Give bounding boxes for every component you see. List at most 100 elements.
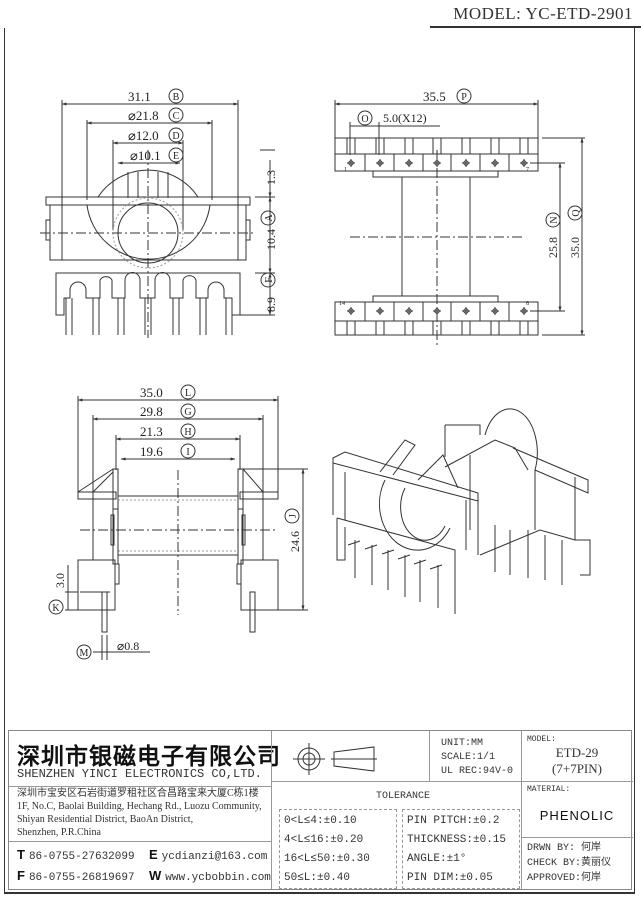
company-name-en: SHENZHEN YINCI ELECTRONICS CO,LTD. (17, 767, 262, 781)
dim-N-label: N (549, 216, 560, 223)
email-label: E (149, 847, 158, 862)
title-rule (430, 26, 641, 28)
divider (9, 841, 271, 842)
pin-number-8: 8 (526, 301, 529, 307)
fax-value: 86-0755-26819697 (28, 872, 135, 884)
pin-crosshair (376, 307, 384, 315)
pin-crosshair (491, 307, 499, 315)
scale-text: SCALE:1/1 (441, 752, 496, 763)
pin-crosshair (491, 159, 499, 167)
company-name-cn: 深圳市银磁电子有限公司 (17, 743, 281, 770)
isometric-view (332, 408, 591, 614)
fax-label: F (17, 868, 25, 883)
dim-D-label: D (172, 131, 179, 142)
dim-B-label: B (173, 92, 180, 103)
ul-rec-text: UL REC:94V-0 (441, 766, 514, 777)
dim-E-value: ⌀10.1 (130, 148, 161, 163)
dim-I-value: 19.6 (140, 444, 163, 459)
material-label: MATERIAL: (527, 785, 571, 794)
pin-slot (346, 138, 356, 154)
title-block-frame (4, 727, 635, 894)
model-value: ETD-29 (555, 745, 599, 760)
pin-slot (432, 138, 442, 154)
tel-label: T (17, 847, 25, 862)
dim-L-value: 35.0 (140, 385, 163, 400)
pin-slot (490, 138, 500, 154)
model-label: MODEL: (527, 735, 556, 744)
dim-K-label: K (52, 603, 60, 614)
pin-slot (461, 138, 471, 154)
dim-O-value: 5.0(X12) (383, 111, 427, 125)
pin-crosshair (462, 307, 470, 315)
model-title: MODEL: YC-ETD-2901 (453, 4, 633, 23)
web-value: www.ycbobbin.com (165, 872, 271, 884)
dim-P-value: 35.5 (423, 89, 446, 104)
dim-D-value: ⌀12.0 (128, 128, 159, 143)
dim-N-value: 25.8 (546, 237, 560, 258)
check-by: CHECK BY:黄丽仪 (527, 858, 612, 869)
pin-slot (404, 138, 414, 154)
approval-info: DRWN BY: 何岸 CHECK BY:黄丽仪 APPROVED:何岸 (527, 841, 611, 886)
pin-crosshair (405, 307, 413, 315)
dim-B-value: 31.1 (128, 89, 151, 104)
dim-J-value: 24.6 (288, 531, 302, 552)
projection-symbol-icon (293, 743, 377, 775)
dim-F-label: F (264, 277, 275, 283)
dim-P-label: P (461, 92, 467, 103)
pin-slot (404, 321, 414, 335)
tolerance-row: 0<L≤4:±0.10 (284, 815, 357, 827)
pin-crosshair (462, 159, 470, 167)
dim-C-label: C (173, 111, 180, 122)
tolerance-other-box: PIN PITCH:±0.2 THICKNESS:±0.15 ANGLE:±1°… (402, 809, 520, 889)
dim-F-value: 8.9 (264, 297, 278, 312)
email-value: ycdianzi@163.com (161, 851, 268, 863)
pin-crosshair (347, 159, 355, 167)
drawn-by: DRWN BY: 何岸 (527, 843, 602, 854)
tolerance-row: PIN PITCH:±0.2 (407, 815, 500, 827)
tolerance-title: TOLERANCE (375, 791, 430, 802)
model-info: ETD-29 (7+7PIN) (521, 745, 633, 777)
pin-crosshair (376, 159, 384, 167)
top-view (334, 100, 585, 345)
approved-by: APPROVED:何岸 (527, 873, 602, 884)
dim-H-label: H (184, 427, 191, 438)
pin-slot (519, 321, 529, 335)
dim-H-value: 21.3 (140, 424, 163, 439)
pin-slot (490, 321, 500, 335)
dim-J-label: J (288, 514, 299, 518)
dim-1-3-value: 1.3 (264, 170, 278, 185)
dim-G-value: 29.8 (140, 404, 163, 419)
tel-value: 86-0755-27632099 (28, 851, 135, 863)
dim-E-label: E (173, 151, 179, 162)
technical-drawing: 31.1 B ⌀21.8 C ⌀12.0 D ⌀10.1 E 1.3 10.4 … (40, 88, 591, 660)
tolerance-row: PIN DIM:±0.05 (407, 872, 493, 884)
address-line: 1F, No.C, Baolai Building, Hechang Rd., … (17, 801, 262, 812)
title-block: 深圳市银磁电子有限公司 SHENZHEN YINCI ELECTRONICS C… (8, 730, 633, 890)
address-line: 深圳市宝安区石岩街道罗租社区合昌路宝来大厦C栋1楼 (17, 788, 259, 799)
dim-K-value: 3.0 (53, 573, 67, 588)
unit-text: UNIT:MM (441, 738, 484, 749)
pin-slot (519, 138, 529, 154)
tolerance-row: 4<L≤16:±0.20 (284, 834, 364, 846)
divider (429, 731, 430, 781)
pin-crosshair (405, 159, 413, 167)
dim-A-value: 10.4 (264, 229, 278, 250)
pin-slot (375, 321, 385, 335)
side-view (65, 396, 308, 660)
tolerance-row: 16<L≤50:±0.30 (284, 853, 370, 865)
dim-I-label: I (186, 447, 189, 458)
dim-L-label: L (185, 388, 191, 399)
address-line: Shiyan Residential District, BaoAn Distr… (17, 814, 194, 825)
company-address: 深圳市宝安区石岩街道罗租社区合昌路宝来大厦C栋1楼 1F, No.C, Baol… (17, 787, 262, 839)
dim-G-label: G (184, 407, 191, 418)
pin-slot (432, 321, 442, 335)
divider (521, 731, 522, 889)
dim-C-value: ⌀21.8 (128, 108, 159, 123)
divider (271, 781, 521, 782)
pin-crosshair (520, 159, 528, 167)
tolerance-row: THICKNESS:±0.15 (407, 834, 507, 846)
model-pins: (7+7PIN) (552, 761, 602, 776)
